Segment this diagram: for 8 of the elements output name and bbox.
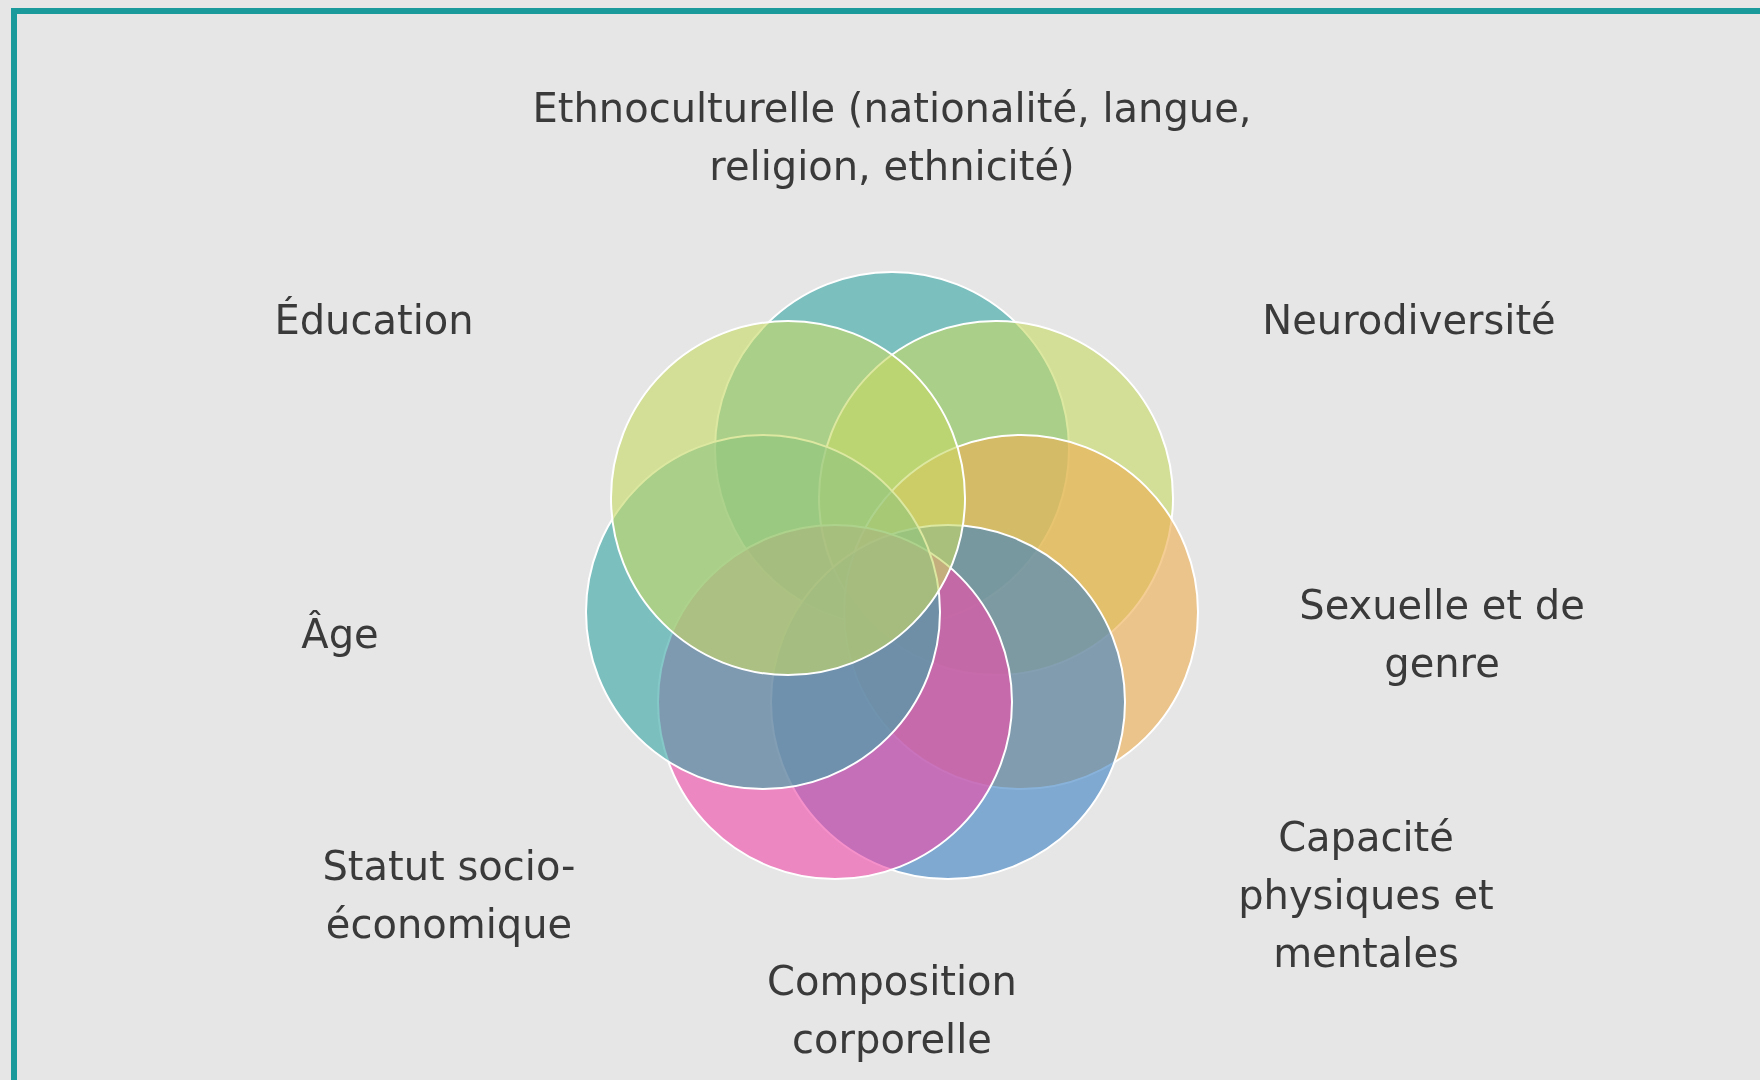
category-label: Éducation (273, 295, 475, 345)
category-label: Neurodiversité (1261, 296, 1557, 345)
category-label: Ethnoculturelle (nationalité, langue, religion, ethnicité) (531, 84, 1253, 191)
category-label: Âge (300, 609, 380, 659)
category-label: Composition corporelle (766, 957, 1018, 1064)
category-label: Statut socio-économique (321, 842, 577, 949)
category-label: Capacité physiques et mentales (1237, 813, 1495, 978)
category-label: Sexuelle et de genre (1298, 581, 1586, 688)
